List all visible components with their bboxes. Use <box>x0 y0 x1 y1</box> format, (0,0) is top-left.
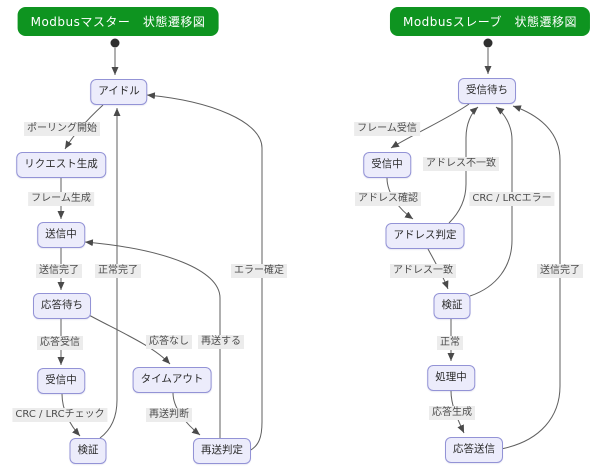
slave-title: Modbusスレーブ 状態遷移図 <box>389 7 591 36</box>
slave-state-send-response: 応答送信 <box>445 437 503 463</box>
master-title: Modbusマスター 状態遷移図 <box>17 7 219 36</box>
master-label-error-confirmed: エラー確定 <box>231 264 287 278</box>
slave-state-wait-receive: 受信待ち <box>458 78 516 104</box>
slave-label-send-complete: 送信完了 <box>537 264 583 278</box>
master-label-send-complete: 送信完了 <box>36 264 82 278</box>
master-initial-state-dot <box>110 38 120 48</box>
master-state-waiting: 応答待ち <box>33 293 91 319</box>
master-label-resend: 再送する <box>198 335 244 349</box>
edge-slave-verify-to-wait <box>469 106 513 297</box>
edge-master-verify-to-idle <box>99 108 121 439</box>
edge-master-waiting-to-timeout <box>86 313 171 365</box>
edge-slave-wait-to-receiving <box>390 103 470 149</box>
master-label-polling-start: ポーリング開始 <box>24 122 100 136</box>
slave-state-address-judge: アドレス判定 <box>385 223 465 249</box>
master-state-timeout: タイムアウト <box>132 367 212 393</box>
slave-label-address-mismatch: アドレス不一致 <box>423 157 499 171</box>
master-state-retry-judge: 再送判定 <box>193 438 251 464</box>
master-label-response-received: 応答受信 <box>37 336 83 350</box>
slave-state-receiving: 受信中 <box>363 152 411 178</box>
master-state-request: リクエスト生成 <box>16 152 106 178</box>
master-label-frame-generated: フレーム生成 <box>28 192 94 206</box>
edge-master-retryjudge-to-idle <box>146 92 263 452</box>
slave-label-frame-received: フレーム受信 <box>354 122 420 136</box>
edge-slave-respond-to-wait <box>500 105 561 450</box>
edge-master-retryjudge-to-sending <box>84 239 221 438</box>
slave-label-response-generated: 応答生成 <box>429 406 475 420</box>
slave-label-normal: 正常 <box>437 336 463 350</box>
slave-label-address-match: アドレス一致 <box>390 264 456 278</box>
master-state-receiving: 受信中 <box>37 368 85 394</box>
master-state-idle: アイドル <box>90 79 148 105</box>
master-label-normal-complete: 正常完了 <box>95 264 141 278</box>
slave-label-address-check: アドレス確認 <box>355 192 421 206</box>
master-label-retry-decision: 再送判断 <box>146 408 192 422</box>
master-state-sending: 送信中 <box>37 222 85 248</box>
master-label-no-response: 応答なし <box>146 335 192 349</box>
slave-state-processing: 処理中 <box>427 365 475 391</box>
slave-initial-state-dot <box>483 38 493 48</box>
slave-label-crc-error: CRC / LRCエラー <box>469 192 555 206</box>
master-label-crc-check: CRC / LRCチェック <box>12 408 108 422</box>
slave-state-verify: 検証 <box>433 293 471 319</box>
master-state-verify: 検証 <box>69 438 107 464</box>
